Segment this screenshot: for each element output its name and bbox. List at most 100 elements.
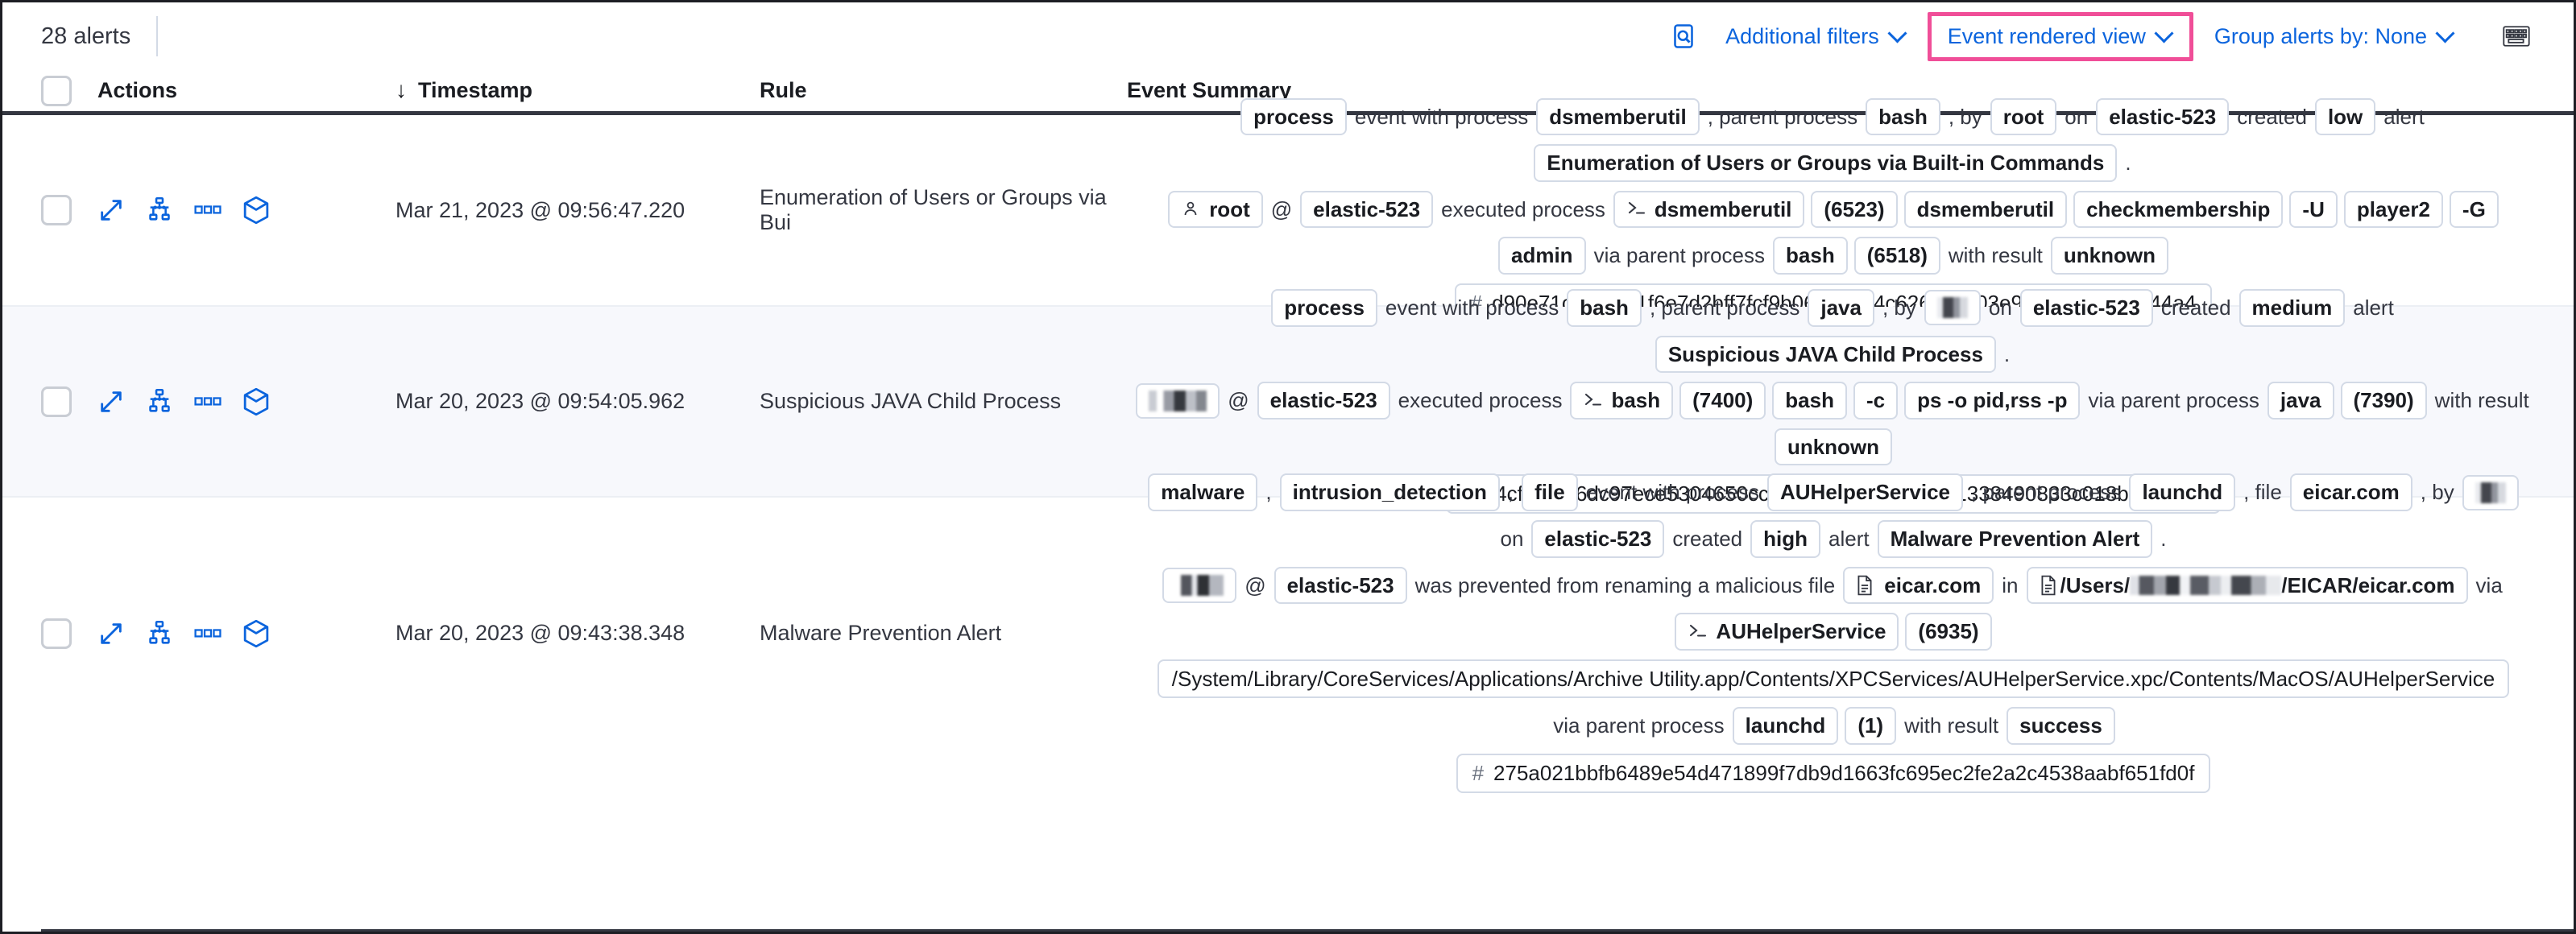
group-alerts-by-button[interactable]: Group alerts by: None [2198,16,2470,57]
summary-chip[interactable]: elastic-523 [1531,520,1665,558]
redacted-value [2475,481,2506,503]
summary-chip[interactable] [1162,567,1237,603]
summary-chip[interactable]: bash [1570,382,1674,419]
summary-chip[interactable]: bash [1773,237,1848,275]
expand-icon[interactable] [97,388,125,415]
summary-chip[interactable]: -U [2289,190,2338,229]
chip-label: java [2280,388,2321,413]
summary-chip[interactable]: (7400) [1679,382,1766,419]
summary-chip[interactable]: unknown [1774,428,1893,466]
summary-chip[interactable]: medium [2238,289,2346,327]
more-actions-icon[interactable] [194,620,222,647]
chip-label: (7400) [1692,388,1754,413]
summary-chip[interactable]: success [2007,707,2115,745]
summary-chip[interactable]: Enumeration of Users or Groups via Built… [1534,144,2118,182]
analyze-event-icon[interactable] [146,620,173,647]
summary-chip[interactable]: high [1750,520,1820,558]
session-view-icon[interactable] [242,387,270,415]
column-header-timestamp[interactable]: ↓ Timestamp [396,78,760,103]
chip-label: intrusion_detection [1292,480,1487,505]
summary-chip[interactable]: ps -o pid,rss -p [1904,382,2081,419]
analyze-event-icon[interactable] [146,388,173,415]
column-header-rule[interactable]: Rule [760,78,1127,103]
summary-chip[interactable] [1136,382,1220,419]
summary-chip[interactable]: AUHelperService [1675,613,1899,651]
summary-chip[interactable]: launchd [1732,707,1839,745]
summary-chip[interactable]: elastic-523 [1274,566,1407,605]
row-select-checkbox[interactable] [41,195,72,225]
expand-icon[interactable] [97,196,125,224]
additional-filters-button[interactable]: Additional filters [1709,16,1923,57]
summary-chip[interactable]: java [2267,382,2334,419]
session-view-icon[interactable] [242,619,270,647]
chip-label: -c [1866,388,1886,413]
row-select-checkbox[interactable] [41,618,72,649]
summary-chip[interactable]: Malware Prevention Alert [1877,520,2153,558]
summary-chip[interactable] [1924,290,1981,326]
summary-chip[interactable]: admin [1497,237,1586,275]
summary-chip[interactable]: dsmemberutil [1613,190,1805,229]
summary-chip[interactable]: (6518) [1853,237,1940,275]
summary-chip[interactable]: process [1240,97,1347,136]
summary-chip[interactable]: process [1271,289,1377,327]
analyze-event-icon[interactable] [146,196,173,224]
summary-chip[interactable]: low [2314,97,2376,136]
expand-icon[interactable] [97,620,125,647]
chip-label: (1) [1857,713,1884,738]
summary-chip[interactable]: -G [2449,190,2499,229]
summary-chip[interactable]: file [1522,473,1578,512]
summary-chip[interactable]: root [1990,97,2057,136]
summary-chip[interactable]: elastic-523 [1257,382,1390,419]
summary-chip[interactable]: unknown [2050,237,2168,275]
summary-chip[interactable]: intrusion_detection [1279,473,1500,512]
more-actions-icon[interactable] [194,388,222,415]
select-all-checkbox[interactable] [41,75,72,106]
row-select-checkbox[interactable] [41,386,72,417]
chevron-down-icon [1889,25,1907,43]
process-executable-path-chip[interactable]: /System/Library/CoreServices/Application… [1157,659,2510,699]
summary-chip[interactable]: bash [1567,289,1642,327]
summary-chip[interactable]: (7390) [2340,382,2427,419]
chip-label: bash [1878,104,1928,129]
summary-chip[interactable]: eicar.com [1843,566,1994,605]
summary-chip[interactable]: bash [1772,382,1847,419]
summary-chip[interactable]: dsmemberutil [1903,190,2068,229]
inspect-icon[interactable] [1658,15,1709,57]
summary-chip[interactable]: Suspicious JAVA Child Process [1655,335,1996,374]
summary-chip[interactable]: java [1808,289,1874,327]
summary-chip[interactable]: checkmembership [2073,190,2284,229]
summary-chip[interactable]: AUHelperService [1767,473,1963,512]
summary-chip[interactable]: elastic-523 [2019,289,2153,327]
summary-text: event with process [1354,104,1529,129]
event-summary-line: /System/Library/CoreServices/Application… [1127,659,2540,699]
summary-chip[interactable]: player2 [2343,190,2443,229]
summary-chip[interactable] [2462,474,2519,510]
summary-chip[interactable]: elastic-523 [2096,97,2230,136]
summary-text: with result [1904,713,1999,738]
event-hash-chip[interactable]: #275a021bbfb6489e54d471899f7db9d1663fc69… [1456,753,2211,793]
column-header-actions[interactable]: Actions [97,78,396,103]
summary-text: alert [1828,527,1870,552]
summary-chip[interactable]: -c [1853,382,1899,419]
summary-chip[interactable]: dsmemberutil [1536,97,1700,136]
summary-chip[interactable]: bash [1866,97,1940,136]
summary-chip[interactable]: root [1168,190,1263,229]
summary-chip[interactable]: eicar.com [2289,473,2412,512]
summary-chip[interactable]: malware [1148,473,1258,512]
summary-chip[interactable]: launchd [2129,473,2236,512]
session-view-icon[interactable] [242,196,270,225]
event-rendered-view-button[interactable]: Event rendered view [1936,23,2185,51]
summary-chip[interactable]: elastic-523 [1300,190,1434,229]
summary-chip[interactable]: /Users//EICAR/eicar.com [2026,566,2468,605]
column-header-rule-label: Rule [760,78,807,102]
summary-chip[interactable]: (1) [1845,707,1897,745]
summary-chip[interactable]: (6935) [1905,613,1992,651]
fields-browser-icon[interactable] [2491,19,2541,54]
more-actions-icon[interactable] [194,196,222,224]
summary-text: on [1988,295,2012,320]
summary-chip[interactable]: (6523) [1811,190,1898,229]
